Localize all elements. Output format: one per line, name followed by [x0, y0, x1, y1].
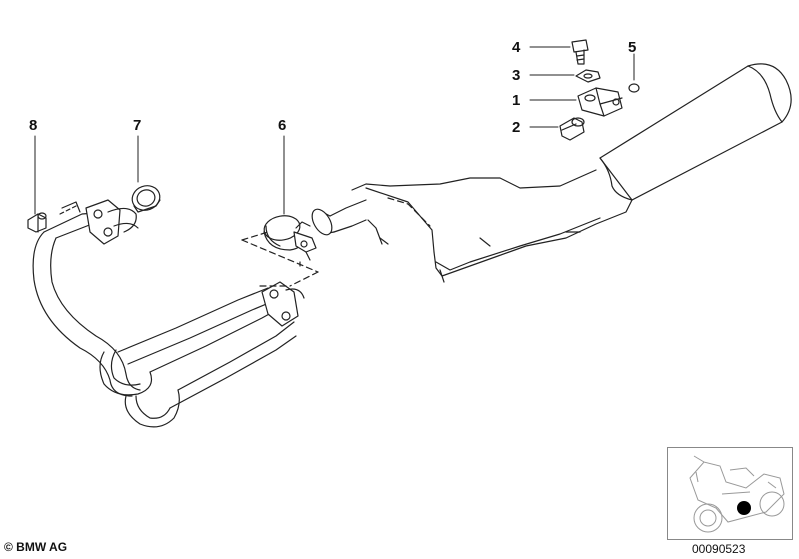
callout-7: 7 [133, 117, 142, 134]
assembly-guides [241, 231, 319, 287]
part-3-washer [575, 69, 601, 83]
part-4-bolt [571, 39, 589, 65]
callout-8: 8 [29, 117, 38, 134]
copyright-text: © BMW AG [4, 540, 68, 554]
callout-3: 3 [512, 67, 521, 84]
motorcycle-silhouette-icon [689, 455, 785, 533]
callout-1: 1 [512, 92, 521, 109]
header-pipes [32, 201, 297, 428]
diagram-code: 00090523 [692, 542, 746, 556]
callout-2: 2 [512, 119, 521, 136]
callout-5: 5 [628, 39, 637, 56]
locator-thumbnail [667, 447, 793, 540]
leader-lines [34, 46, 635, 215]
part-8-nut [27, 212, 47, 233]
part-1-bracket [577, 87, 623, 117]
part-7-gasket [131, 185, 161, 213]
part-5-oring [628, 83, 640, 93]
muffler [311, 63, 792, 283]
part-6-clamp [263, 215, 317, 261]
header-flange-rear [261, 281, 305, 327]
highlight-dot [737, 501, 751, 515]
header-flange-front [85, 199, 139, 245]
callout-4: 4 [512, 39, 521, 56]
callout-6: 6 [278, 117, 287, 134]
part-2-sleeve [559, 117, 585, 141]
